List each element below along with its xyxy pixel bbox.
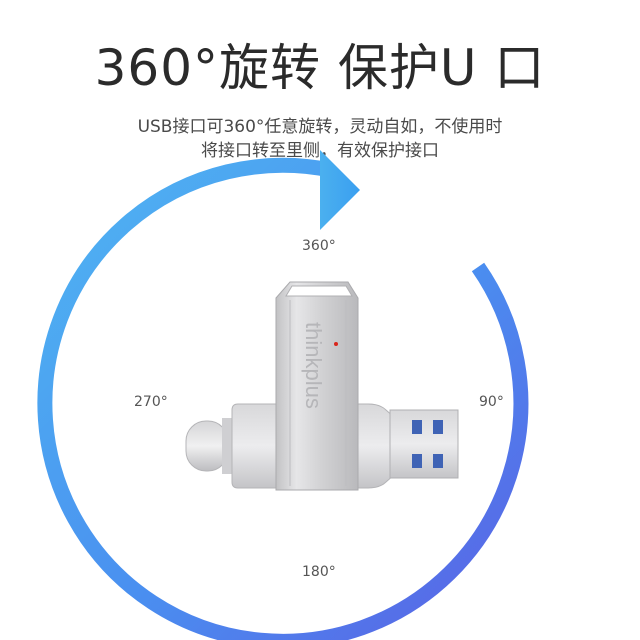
degree-label-180: 180°	[302, 564, 336, 580]
degree-label-90: 90°	[479, 394, 504, 410]
metal-swivel-cover	[275, 281, 359, 491]
degree-label-360: 360°	[302, 238, 336, 254]
usb-a-connector	[389, 409, 459, 479]
rotation-arc	[37, 157, 529, 640]
logo-red-dot	[334, 342, 338, 346]
brand-logo: thinkplus	[301, 322, 326, 409]
description-line-1: USB接口可360°任意旋转，灵动自如，不使用时	[137, 117, 503, 137]
usb-c-connector	[185, 418, 236, 474]
page-title: 360°旋转 保护U 口	[94, 39, 546, 97]
degree-label-270: 270°	[134, 394, 168, 410]
arrow-head-icon	[320, 150, 360, 230]
